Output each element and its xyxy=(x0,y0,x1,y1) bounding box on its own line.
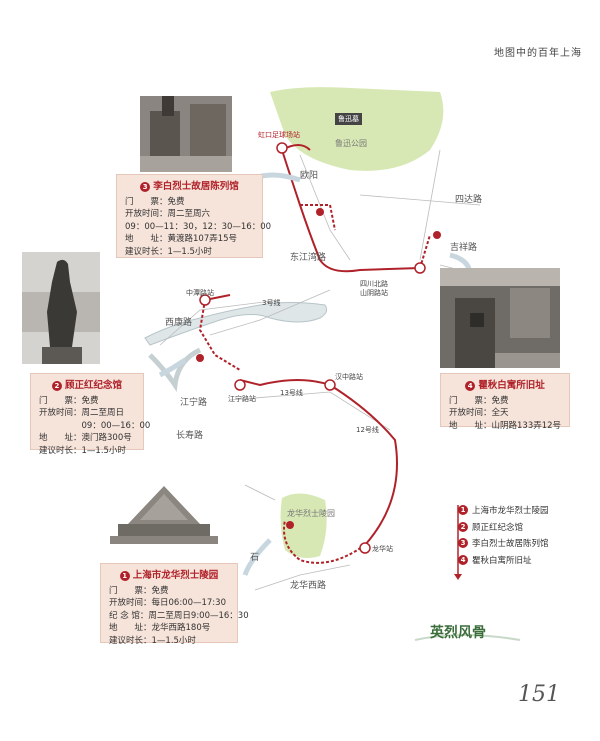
card-quqiubai-row: 开放时间：全天 xyxy=(449,408,509,418)
card-guzhenghong-title: 顾正红纪念馆 xyxy=(64,380,122,391)
road-longhuaxi: 龙华西路 xyxy=(290,581,327,591)
road-shi: 石 xyxy=(250,553,260,563)
road-changsha: 长寿路 xyxy=(176,431,204,441)
legend-label: 瞿秋白寓所旧址 xyxy=(472,555,532,566)
card-guzhenghong-row: 建议时长：1—1.5小时 xyxy=(39,445,126,456)
card-quqiubai-number: 4 xyxy=(465,381,476,392)
station-longhua: 龙华站 xyxy=(372,545,393,553)
station-jiangning: 江宁路站 xyxy=(228,395,256,403)
station-zhongtan: 中潭路站 xyxy=(186,289,214,297)
card-libai-row: 地 址：黄渡路107弄15号 xyxy=(125,234,238,244)
card-libai-row: 门 票：免费 xyxy=(125,196,185,207)
line13-label: 13号线 xyxy=(280,389,303,397)
line12-label: 12号线 xyxy=(356,426,379,434)
luxun-park-label: 鲁迅公园 xyxy=(335,139,367,148)
road-sida: 四达路 xyxy=(455,195,483,205)
station-hongkou: 虹口足球场站 xyxy=(258,131,300,139)
page-header-title: 地图中的百年上海 xyxy=(494,48,582,59)
card-guzhenghong-row: 开放时间：周二至周日 xyxy=(39,408,125,418)
card-longhua-row: 纪 念 馆：周二至周日9:00—16：30 xyxy=(109,610,249,621)
card-libai-row: 开放时间：周二至周六 xyxy=(125,209,211,219)
card-longhua-row: 地 址：龙华西路180号 xyxy=(109,623,211,633)
card-longhua-number: 1 xyxy=(119,571,130,582)
legend-label: 顾正红纪念馆 xyxy=(472,522,524,533)
card-quqiubai-title: 瞿秋白寓所旧址 xyxy=(478,380,545,391)
longhua-park xyxy=(280,493,327,558)
legend-item: 4 瞿秋白寓所旧址 xyxy=(458,552,549,569)
card-longhua-row: 开放时间：每日06:00—17:30 xyxy=(109,598,226,608)
card-guzhenghong-number: 2 xyxy=(51,381,62,392)
legend-item: 3 李白烈士故居陈列馆 xyxy=(458,535,549,552)
photo-libai-house xyxy=(140,96,232,172)
longhua-park-label: 龙华烈士陵园 xyxy=(287,509,335,518)
card-guzhenghong-row: 门 票：免费 xyxy=(39,395,99,406)
road-ouyang: 欧阳 xyxy=(300,171,319,181)
legend-number: 4 xyxy=(458,554,468,565)
photo-guzhenghong-statue xyxy=(22,252,100,364)
card-guzhenghong-row: 09：00—16：00 xyxy=(39,420,151,431)
card-libai-row: 建议时长：1—1.5小时 xyxy=(125,246,212,257)
legend-number: 1 xyxy=(458,505,468,516)
luxun-tomb-label: 鲁迅墓 xyxy=(335,113,362,125)
card-longhua-row: 门 票：免费 xyxy=(109,585,169,596)
river xyxy=(144,302,328,346)
legend-number: 2 xyxy=(458,521,468,532)
section-banner: 英烈风骨 xyxy=(430,625,486,641)
photo-quqiubai-residence xyxy=(440,268,560,368)
card-libai-title: 李白烈士故居陈列馆 xyxy=(153,181,239,192)
photo-longhua-monument xyxy=(110,478,218,544)
luxun-park xyxy=(270,87,444,171)
route-legend: 1 上海市龙华烈士陵园 2 顾正红纪念馆 3 李白烈士故居陈列馆 4 瞿秋白寓所旧址 xyxy=(458,502,549,568)
card-longhua-title: 上海市龙华烈士陵园 xyxy=(132,570,219,581)
legend-number: 3 xyxy=(458,538,468,549)
card-quqiubai-row: 地 址：山阴路133弄12号 xyxy=(449,420,562,431)
legend-label: 上海市龙华烈士陵园 xyxy=(472,506,549,517)
road-dongjiangwan: 东江湾路 xyxy=(290,253,327,263)
legend-item: 2 顾正红纪念馆 xyxy=(458,519,549,536)
line3-label: 3号线 xyxy=(262,299,281,307)
road-jixiang: 吉祥路 xyxy=(450,243,478,253)
card-guzhenghong-row: 地 址：澳门路300号 xyxy=(39,433,132,443)
card-libai-number: 3 xyxy=(140,182,151,193)
card-longhua-row: 建议时长：1—1.5小时 xyxy=(109,635,196,646)
card-quqiubai-row: 门 票：免费 xyxy=(449,395,509,406)
legend-item: 1 上海市龙华烈士陵园 xyxy=(458,502,549,519)
page-number: 151 xyxy=(518,682,560,707)
road-jiangning: 江宁路 xyxy=(180,398,208,408)
road-xikang: 西康路 xyxy=(165,318,193,328)
legend-label: 李白烈士故居陈列馆 xyxy=(472,539,549,550)
card-libai-row: 09：00—11：30，12：30—16：00 xyxy=(125,221,272,232)
station-sichuan: 四川北路 山阴路站 xyxy=(360,280,388,297)
station-hanzhong: 汉中路站 xyxy=(335,373,363,381)
